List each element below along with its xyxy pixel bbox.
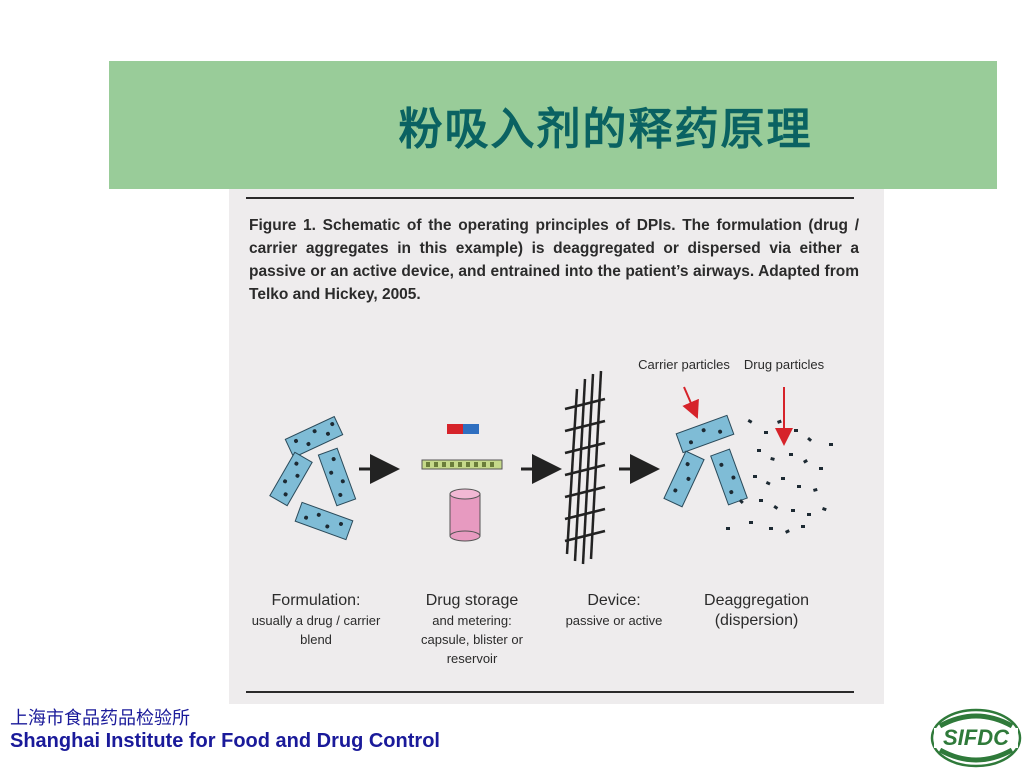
svg-text:Drug particles: Drug particles xyxy=(744,357,825,372)
figure-bottom-rule xyxy=(246,691,854,693)
figure-top-rule xyxy=(246,197,854,199)
stage-label-drug-storage: Drug storage and metering: capsule, blis… xyxy=(407,591,537,668)
capsule-icon xyxy=(447,424,463,434)
carrier-particle xyxy=(675,414,735,454)
drug-particles-cloud xyxy=(726,419,833,534)
formulation-aggregates-group xyxy=(269,415,357,541)
capsule-icon-half xyxy=(463,424,479,434)
carrier-particle xyxy=(269,451,313,507)
figure-caption: Figure 1. Schematic of the operating pri… xyxy=(249,217,859,303)
carrier-particle xyxy=(294,501,354,541)
figure-panel: Figure 1. Schematic of the operating pri… xyxy=(229,189,884,704)
sifdc-logo: SIFDC xyxy=(930,708,1022,768)
stage-desc: usually a drug / carrier blend xyxy=(251,613,381,647)
stage-label-formulation: Formulation: usually a drug / carrier bl… xyxy=(251,591,381,649)
stage-label-deaggregation: Deaggregation (dispersion) xyxy=(684,591,829,631)
reservoir-icon xyxy=(449,488,481,542)
carrier-pointer-arrow xyxy=(682,386,699,419)
device-mesh-icon xyxy=(564,370,606,565)
stage-head: Deaggregation xyxy=(704,592,809,609)
deaggregation-group: Carrier particles Drug particles xyxy=(638,357,833,534)
title-bar: 粉吸入剂的释药原理 xyxy=(109,61,997,189)
stage-desc: passive or active xyxy=(565,613,663,628)
carrier-particles-label: Carrier particles xyxy=(638,357,730,372)
stage-desc: and metering: capsule, blister or reserv… xyxy=(421,613,523,666)
carrier-particle xyxy=(284,415,344,459)
stage-head: Drug storage xyxy=(425,592,519,609)
slide-title: 粉吸入剂的释药原理 xyxy=(398,104,813,155)
drug-storage-group xyxy=(421,424,503,542)
carrier-particle xyxy=(663,450,705,508)
stage-head: Formulation: xyxy=(271,592,361,609)
footer-org-chinese: 上海市食品药品检验所 xyxy=(10,708,190,729)
stage-label-device: Device: passive or active xyxy=(559,591,669,630)
stage-desc: (dispersion) xyxy=(714,612,799,629)
footer-org-english: Shanghai Institute for Food and Drug Con… xyxy=(10,730,440,752)
svg-text:Carrier particles: Carrier particles xyxy=(638,357,730,372)
drug-particles-label: Drug particles xyxy=(744,357,825,372)
carrier-particle xyxy=(317,447,357,507)
dpi-schematic: Carrier particles Drug particles xyxy=(269,357,833,565)
carrier-particle xyxy=(710,448,748,506)
logo-text: SIFDC xyxy=(943,725,1010,750)
stage-head: Device: xyxy=(587,592,641,609)
